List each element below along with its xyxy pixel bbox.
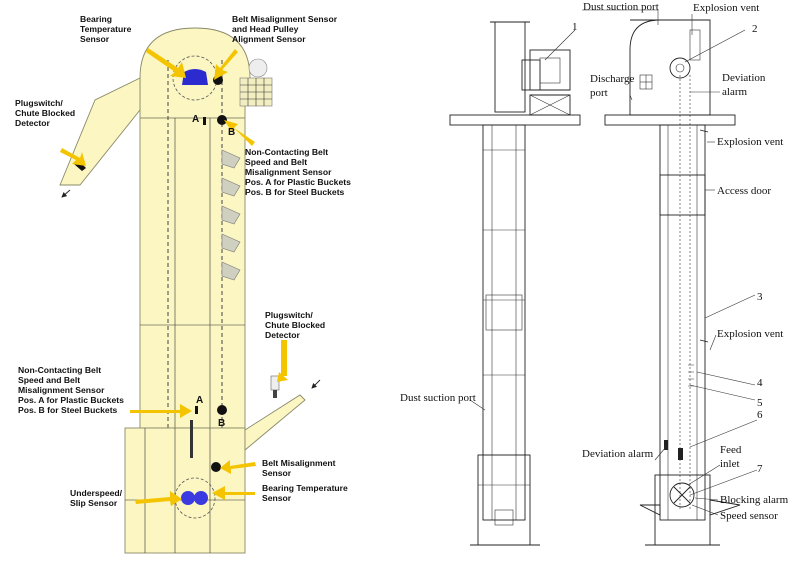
label-discharge-port: Discharge port (590, 73, 637, 99)
label-plugswitch-bottom: Plugswitch/ Chute Blocked Detector (265, 310, 328, 340)
label-noncontact-top: Non-Contacting Belt Speed and Belt Misal… (245, 147, 353, 197)
leader-lines (469, 9, 758, 516)
callout-7: 7 (757, 463, 763, 475)
side-view-drawing (604, 19, 741, 546)
yellow-pointer-arrows (60, 48, 288, 506)
label-explosion-vent-low: Explosion vent (717, 328, 783, 340)
elevator-buckets (221, 149, 241, 281)
label-belt-misalign-top: Belt Misalignment Sensor and Head Pulley… (232, 14, 339, 44)
label-access-door: Access door (717, 185, 771, 197)
callout-1: 1 (572, 21, 578, 33)
front-view-drawing (449, 21, 581, 546)
label-explosion-vent-top: Explosion vent (693, 2, 759, 14)
label-dust-suction-bottom: Dust suction port (400, 392, 476, 404)
label-dust-suction-top: Dust suction port (583, 1, 659, 13)
noncontact-sensor-bottom (217, 405, 227, 415)
pos-b-bottom: B (218, 418, 225, 429)
pos-a-top: A (192, 114, 199, 125)
pos-b-top: B (228, 127, 235, 138)
label-bearing-top: Bearing Temperature Sensor (80, 14, 134, 44)
plugswitch-bottom (270, 375, 280, 398)
pos-a-bottom: A (196, 395, 203, 406)
motor-grid-panel (239, 58, 273, 107)
label-feed-inlet: Feed inlet (720, 444, 744, 470)
label-belt-misalign-bottom: Belt Misalignment Sensor (262, 458, 338, 478)
noncontact-sensor-top (217, 115, 227, 125)
callout-3: 3 (757, 291, 763, 303)
label-noncontact-bottom: Non-Contacting Belt Speed and Belt Misal… (18, 365, 126, 415)
label-blocking-alarm: Blocking alarm (720, 494, 789, 506)
right-elevator-drawings: 1 2 3 4 5 6 7 Dust suction port Explosio… (400, 1, 789, 546)
label-deviation-top: Deviation alarm (722, 72, 768, 98)
label-speed-sensor: Speed sensor (720, 510, 778, 522)
callout-5: 5 (757, 397, 763, 409)
elevator-boot (124, 427, 246, 554)
label-explosion-vent-mid: Explosion vent (717, 136, 783, 148)
label-underspeed: Underspeed/ Slip Sensor (70, 488, 124, 508)
callout-2: 2 (752, 23, 758, 35)
callout-6: 6 (757, 409, 763, 421)
underspeed-sensor (181, 491, 195, 505)
left-elevator-diagram: Bearing Temperature Sensor Belt Misalign… (15, 14, 353, 554)
label-plugswitch-top: Plugswitch/ Chute Blocked Detector (15, 98, 78, 128)
bearing-temperature-sensor-top (182, 69, 208, 85)
label-deviation-bottom: Deviation alarm (582, 448, 654, 460)
feed-chute (244, 394, 306, 451)
discharge-chute-top (59, 77, 141, 186)
label-bearing-bottom: Bearing Temperature Sensor (262, 483, 350, 503)
belt-misalignment-sensor-bottom (211, 462, 221, 472)
callout-4: 4 (757, 377, 763, 389)
